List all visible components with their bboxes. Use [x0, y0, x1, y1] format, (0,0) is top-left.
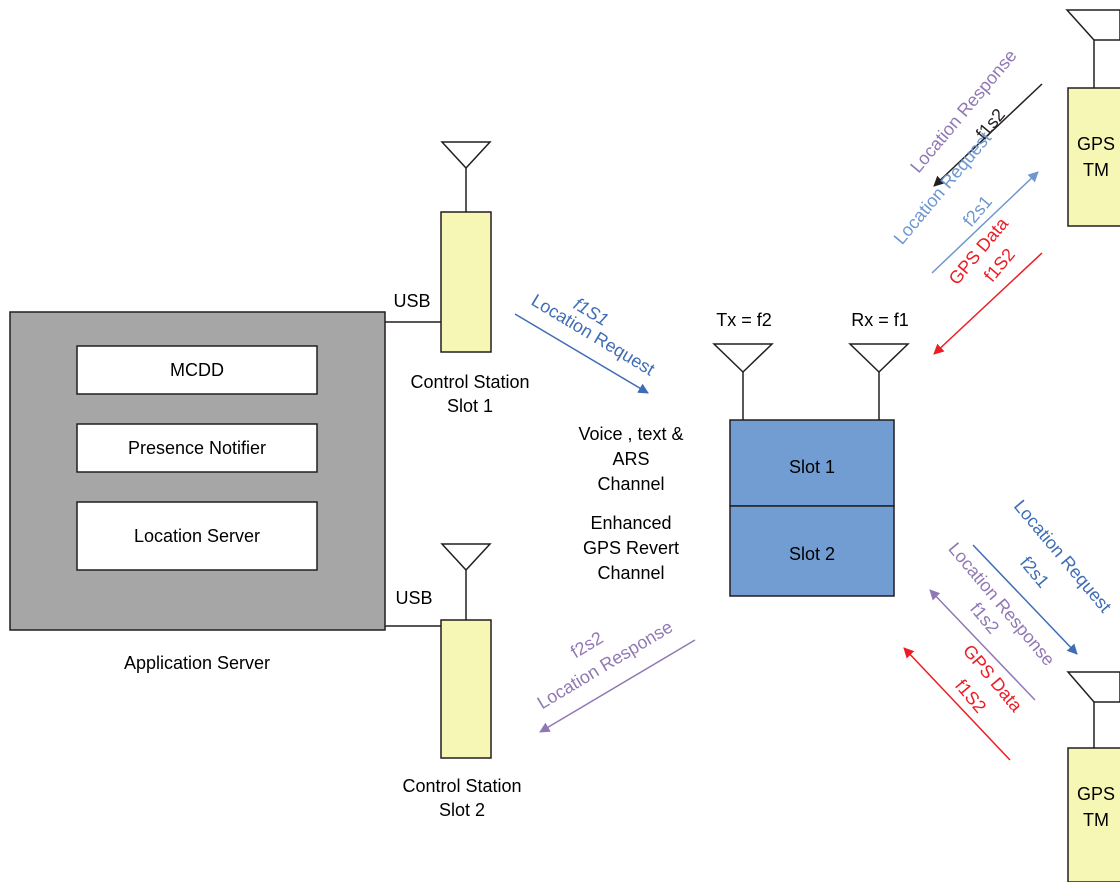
repeater-slot-2-label: Slot 2: [789, 544, 835, 564]
cs1-location-request-link: f1S1 Location Request: [514, 290, 658, 394]
top-response-arrow: [933, 83, 1043, 187]
control-station-2-box: [440, 619, 492, 759]
top-gps-data-arrow: [933, 252, 1043, 355]
bottom-response-label: Location Response: [944, 539, 1058, 670]
usb-label-1: USB: [393, 291, 430, 311]
cs2-response-arrow: [539, 639, 696, 733]
presence-notifier-box: [76, 423, 318, 473]
location-server-box: [76, 501, 318, 571]
repeater-slot-2-box: [729, 505, 895, 597]
top-gps-tm-name-line-2: TM: [1083, 160, 1109, 180]
repeater: Tx = f2 Rx = f1 Slot 1 Slot 2: [712, 310, 910, 597]
control-station-slot-2: USB Control Station Slot 2: [385, 543, 522, 820]
cs2-response-label: Location Response: [534, 617, 676, 714]
antenna-icon: [440, 543, 492, 572]
tx-antenna-icon: [712, 343, 774, 374]
bottom-response-arrow: [929, 589, 1036, 701]
gps-channel-line-3: Channel: [597, 563, 664, 583]
location-server-label: Location Server: [134, 526, 260, 546]
channel-labels: Voice , text & ARS Channel Enhanced GPS …: [578, 424, 683, 583]
voice-channel-line-1: Voice , text &: [578, 424, 683, 444]
mcdd-label: MCDD: [170, 360, 224, 380]
antenna-icon: [1065, 9, 1120, 41]
gps-channel-line-2: GPS Revert: [583, 538, 679, 558]
tx-label: Tx = f2: [716, 310, 772, 330]
top-gps-tm-name-line-1: GPS: [1077, 134, 1115, 154]
gps-channel-line-1: Enhanced: [590, 513, 671, 533]
repeater-slot-1-box: [729, 419, 895, 507]
bottom-request-arrow: [972, 544, 1078, 655]
control-station-1-name: Control Station: [410, 372, 529, 392]
repeater-slot-1-label: Slot 1: [789, 457, 835, 477]
cs1-request-arrow: [514, 313, 649, 394]
top-gps-tm-box: [1067, 87, 1120, 227]
control-station-2-slot: Slot 2: [439, 800, 485, 820]
antenna-icon: [1066, 671, 1120, 703]
control-station-1-slot: Slot 1: [447, 396, 493, 416]
top-gps-tm: GPS TM Location Response f1s2 Location R…: [890, 9, 1120, 355]
voice-channel-line-3: Channel: [597, 474, 664, 494]
control-station-1-box: [440, 211, 492, 353]
bottom-gps-tm: GPS TM Location Request f2s1 Location Re…: [903, 496, 1120, 882]
bottom-gps-data-arrow: [903, 647, 1011, 761]
usb-label-2: USB: [395, 588, 432, 608]
mcdd-box: [76, 345, 318, 395]
presence-notifier-label: Presence Notifier: [128, 438, 266, 458]
antenna-icon: [440, 141, 492, 170]
application-server: MCDD Presence Notifier Location Server A…: [9, 311, 386, 673]
top-request-arrow: [931, 171, 1039, 274]
control-station-slot-1: USB Control Station Slot 1: [385, 141, 530, 416]
bottom-gps-tm-box: [1067, 747, 1120, 882]
rx-antenna-icon: [848, 343, 910, 374]
bottom-gps-tm-name-line-2: TM: [1083, 810, 1109, 830]
bottom-request-code: f2s1: [1016, 553, 1053, 592]
application-server-label: Application Server: [124, 653, 270, 673]
cs2-location-response-link: f2s2 Location Response: [534, 617, 696, 733]
voice-channel-line-2: ARS: [612, 449, 649, 469]
control-station-2-name: Control Station: [402, 776, 521, 796]
rx-label: Rx = f1: [851, 310, 909, 330]
bottom-gps-tm-name-line-1: GPS: [1077, 784, 1115, 804]
